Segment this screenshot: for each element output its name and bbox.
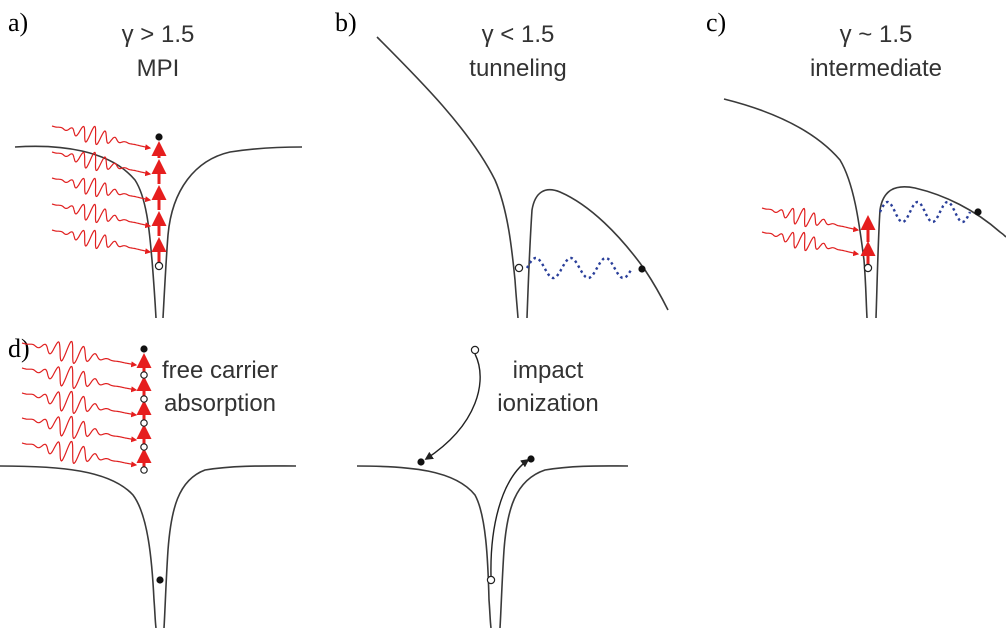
panel-c-potential-right	[875, 186, 1006, 319]
panel-b-regime-label: tunneling	[469, 55, 566, 82]
panel-a: a) γ > 1.5 MPI	[8, 8, 303, 319]
panel-d-final-electron	[140, 345, 148, 353]
panel-c-bound-hole	[863, 263, 873, 273]
panel-d: d) free carrier absorption	[0, 334, 297, 628]
panel-a-regime-label: MPI	[137, 55, 180, 82]
photon-wavepacket	[21, 415, 138, 443]
photon-wavepacket	[21, 340, 138, 368]
intermediate-state	[140, 443, 148, 451]
panel-a-potential-right	[162, 146, 303, 319]
photon-wavepacket	[51, 229, 152, 255]
panel-b-gamma-label: γ < 1.5	[482, 21, 555, 48]
panel-c-letter: c)	[706, 8, 726, 37]
panel-e-potential-right	[499, 465, 629, 628]
panel-a-letter: a)	[8, 8, 28, 37]
panel-c-photon-wavepackets	[761, 207, 860, 257]
panel-e-incoming-electron-trajectory	[424, 353, 481, 460]
panel-d-label-line1: free carrier	[162, 357, 278, 384]
panel-a-gamma-label: γ > 1.5	[122, 21, 195, 48]
panel-b-bound-hole	[514, 263, 524, 273]
panel-a-free-electron	[155, 133, 163, 141]
panel-d-potential-right	[163, 465, 297, 628]
panel-e-ejected-electron	[527, 455, 535, 463]
photon-wavepacket	[51, 151, 152, 177]
photon-wavepacket	[21, 440, 138, 468]
panel-b-tunneling-path	[525, 256, 634, 280]
panel-e-potential-left	[356, 465, 492, 628]
panel-d-label-line2: absorption	[164, 390, 276, 417]
panel-d-letter: d)	[8, 334, 30, 363]
photon-wavepacket	[51, 125, 152, 151]
panel-e-incoming-electron-start	[470, 345, 480, 355]
panel-c-gamma-label: γ ~ 1.5	[840, 21, 913, 48]
panel-b-letter: b)	[335, 8, 357, 37]
panel-c-tunneled-electron	[974, 208, 982, 216]
panel-d-bound-electron	[156, 576, 164, 584]
panel-e-ejected-electron-trajectory	[490, 459, 530, 577]
photon-wavepacket	[51, 203, 152, 229]
photon-wavepacket	[21, 365, 138, 393]
panel-d-intermediate-states	[140, 371, 148, 474]
panel-c: c) γ ~ 1.5 intermediate	[706, 8, 1006, 319]
intermediate-state	[140, 466, 148, 474]
photon-wavepacket	[51, 177, 152, 203]
intermediate-state	[140, 395, 148, 403]
panel-c-tunneling-path	[878, 200, 972, 224]
panel-e-scattered-electron	[417, 458, 425, 466]
panel-b: b) γ < 1.5 tunneling	[335, 8, 669, 319]
panel-c-regime-label: intermediate	[810, 55, 942, 82]
intermediate-state	[140, 371, 148, 379]
panel-b-potential-left	[376, 36, 519, 319]
panel-a-potential-left	[14, 145, 157, 319]
photon-wavepacket	[21, 390, 138, 418]
panel-a-photon-wavepackets	[51, 125, 152, 255]
panel-b-tunneled-electron	[638, 265, 646, 273]
photon-wavepacket	[761, 231, 860, 257]
panel-e-label-line1: impact	[513, 357, 584, 384]
panel-e: impact ionization	[356, 345, 629, 628]
photon-wavepacket	[761, 207, 860, 233]
intermediate-state	[140, 419, 148, 427]
panel-d-potential-left	[0, 465, 157, 628]
panel-a-bound-hole	[154, 261, 164, 271]
panel-e-created-hole	[486, 575, 496, 585]
panel-c-potential-left	[723, 98, 868, 319]
panel-e-label-line2: ionization	[497, 390, 598, 417]
panel-d-photon-wavepackets	[21, 340, 138, 468]
panel-b-potential-right	[526, 188, 669, 319]
